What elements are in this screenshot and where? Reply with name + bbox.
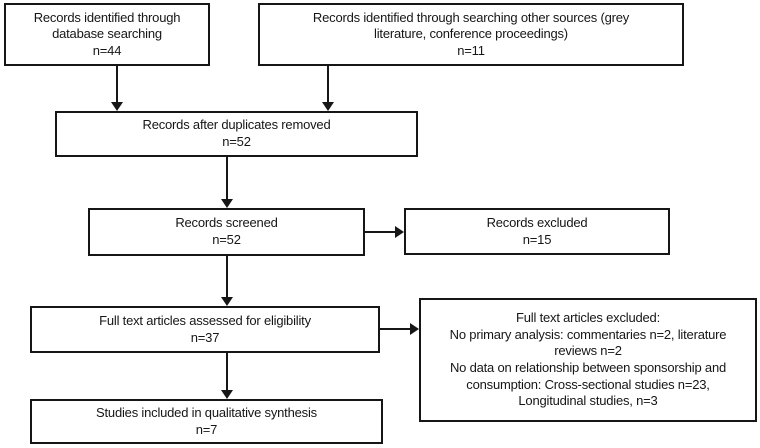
arrow-head-icon <box>221 297 233 306</box>
box-included-qualitative-synthesis-text: Studies included in qualitative synthesi… <box>96 404 317 437</box>
arrow-screened-to-excluded-icon <box>365 226 404 238</box>
arrow-head-icon <box>111 102 123 111</box>
arrow-fulltext-to-included-icon <box>221 353 233 399</box>
arrow-head-icon <box>410 323 419 335</box>
arrow-line <box>365 231 396 233</box>
arrow-line <box>327 66 329 103</box>
arrow-head-icon <box>322 102 334 111</box>
arrow-line <box>380 328 411 330</box>
arrow-database-to-duplicates-icon <box>111 66 123 111</box>
box-fulltext-assessed: Full text articles assessed for eligibil… <box>30 306 380 353</box>
box-records-identified-other-sources: Records identified through searching oth… <box>258 3 684 66</box>
box-records-screened: Records screened n=52 <box>88 208 365 256</box>
arrow-fulltext-to-fulltext-excluded-icon <box>380 323 419 335</box>
arrow-line <box>116 66 118 103</box>
arrow-line <box>226 157 228 200</box>
arrow-screened-to-fulltext-icon <box>221 256 233 306</box>
box-included-qualitative-synthesis: Studies included in qualitative synthesi… <box>30 399 383 444</box>
box-records-identified-database: Records identified through database sear… <box>4 3 210 66</box>
arrow-line <box>226 353 228 391</box>
box-records-screened-text: Records screened n=52 <box>175 215 278 247</box>
arrow-line <box>226 256 228 298</box>
box-fulltext-excluded-text: Full text articles excluded: No primary … <box>449 310 727 409</box>
box-records-after-duplicates-removed-text: Records after duplicates removed n=52 <box>142 117 331 149</box>
box-fulltext-excluded: Full text articles excluded: No primary … <box>419 298 757 422</box>
arrow-other-sources-to-duplicates-icon <box>322 66 334 111</box>
box-records-identified-other-sources-text: Records identified through searching oth… <box>312 9 630 58</box>
box-records-excluded: Records excluded n=15 <box>404 208 670 255</box>
arrow-duplicates-to-screened-icon <box>221 157 233 208</box>
box-fulltext-assessed-text: Full text articles assessed for eligibil… <box>99 312 311 345</box>
arrow-head-icon <box>221 390 233 399</box>
box-records-after-duplicates-removed: Records after duplicates removed n=52 <box>55 111 418 157</box>
box-records-identified-database-text: Records identified through database sear… <box>33 9 181 58</box>
box-records-excluded-text: Records excluded n=15 <box>486 214 588 247</box>
arrow-head-icon <box>395 226 404 238</box>
arrow-head-icon <box>221 199 233 208</box>
